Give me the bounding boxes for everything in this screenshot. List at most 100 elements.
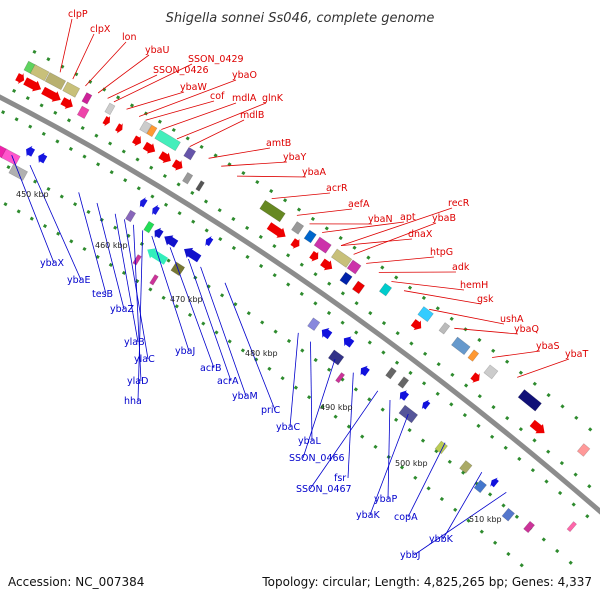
gene-label-ybae: ybaE — [67, 275, 90, 286]
gene-label-ybao: ybaO — [232, 70, 257, 81]
gene-block — [291, 221, 305, 235]
gene-label-htpg: htpG — [430, 247, 453, 258]
tick-mark — [163, 202, 169, 207]
tick-mark — [203, 199, 209, 204]
tick-mark — [231, 216, 236, 222]
tick-mark — [240, 348, 245, 353]
tick-mark — [435, 391, 440, 396]
tick-mark — [541, 537, 546, 542]
tick-mark — [296, 207, 302, 212]
tick-mark — [519, 563, 524, 568]
tick-mark — [56, 231, 61, 236]
tick-mark — [587, 484, 592, 489]
tick-mark — [346, 424, 352, 429]
gene-label-mdlb: mdlB — [240, 110, 264, 121]
tick-mark — [69, 239, 74, 244]
gene-block — [0, 148, 21, 166]
tick-mark — [96, 162, 101, 167]
tick-mark — [258, 234, 263, 239]
tick-mark — [166, 258, 171, 263]
tick-mark — [6, 165, 11, 170]
tick-mark — [463, 383, 469, 388]
gene-label-recr: recR — [448, 198, 470, 209]
gene-label-glnk: glnK — [262, 93, 284, 104]
gene-label-pric: priC — [261, 405, 281, 416]
label-leaders — [11, 18, 570, 556]
tick-mark — [259, 263, 264, 269]
tick-mark — [109, 170, 114, 175]
gene-arrow-forward — [158, 151, 171, 163]
gene-block — [104, 102, 116, 116]
gene-block — [378, 282, 393, 297]
tick-mark — [476, 423, 481, 429]
tick-mark — [204, 228, 209, 233]
gene-arrow-forward — [309, 251, 319, 262]
tick-mark — [121, 149, 126, 154]
tick-mark — [555, 548, 560, 554]
tick-mark — [568, 560, 573, 565]
gene-label-ylad: ylaD — [127, 376, 148, 387]
tick-mark — [201, 321, 206, 326]
tick-mark — [80, 125, 85, 131]
tick-mark — [395, 331, 400, 336]
scale-label: 470 kbp — [170, 295, 203, 304]
gene-block — [307, 317, 321, 332]
leader-line — [138, 79, 237, 117]
genome-backbone — [0, 94, 600, 515]
gene-label-ybap: ybaP — [374, 494, 397, 505]
gene-label-ybat: ybaT — [565, 349, 588, 360]
topology-text: Topology: circular; Length: 4,825,265 bp… — [261, 575, 592, 589]
tick-mark — [136, 186, 141, 191]
tick-mark — [66, 118, 72, 123]
gene-block — [397, 376, 410, 389]
tick-mark — [574, 415, 579, 420]
gene-block — [335, 372, 346, 384]
leader-line — [126, 91, 185, 110]
tick-mark — [123, 178, 128, 183]
tick-mark — [286, 282, 291, 287]
gene-arrow-forward — [102, 115, 111, 127]
gene-block — [132, 254, 142, 266]
gene-label-ybax: ybaX — [40, 258, 64, 269]
gene-arrow-reverse — [360, 365, 370, 377]
gene-block — [182, 171, 194, 185]
tick-mark — [501, 503, 506, 508]
gene-label-ybal: ybaL — [298, 436, 321, 447]
tick-mark — [373, 444, 378, 449]
gene-arrow-reverse — [26, 145, 36, 157]
tick-mark — [546, 392, 551, 398]
gene-block — [303, 229, 317, 244]
tick-mark — [213, 153, 218, 158]
tick-mark — [313, 357, 318, 363]
tick-mark — [530, 468, 536, 473]
tick-mark — [422, 351, 428, 356]
tick-mark — [245, 254, 250, 259]
gene-block — [467, 349, 480, 362]
leader-line — [289, 332, 299, 428]
gene-block — [313, 236, 332, 254]
tick-mark — [129, 103, 135, 108]
tick-mark — [227, 339, 232, 344]
gene-block — [154, 129, 181, 152]
leader-line — [296, 208, 353, 216]
gene-label-apt: apt — [400, 212, 416, 223]
tick-mark — [217, 208, 222, 213]
gene-block — [124, 209, 137, 223]
tick-mark — [394, 275, 399, 280]
gene-block — [351, 280, 366, 295]
tick-mark — [139, 241, 144, 247]
gene-arrow-reverse — [154, 227, 164, 239]
gene-label-ybac: ybaC — [276, 422, 300, 433]
tick-mark — [108, 262, 113, 267]
leader-line — [11, 155, 55, 264]
gene-label-sson_0467: SSON_0467 — [296, 484, 352, 495]
tick-mark — [12, 88, 17, 93]
gene-arrow-reverse — [399, 390, 410, 401]
tick-mark — [39, 103, 44, 108]
tick-mark — [532, 381, 537, 386]
leader-line — [151, 235, 190, 352]
tick-mark — [367, 397, 372, 402]
tick-mark — [435, 306, 440, 311]
tick-mark — [280, 376, 285, 381]
